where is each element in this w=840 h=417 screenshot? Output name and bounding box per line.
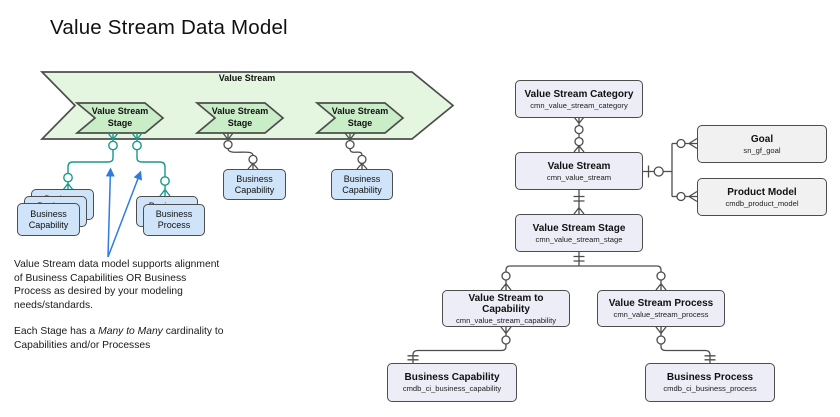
- value-stream-band-label: Value Stream: [218, 73, 276, 83]
- page-title: Value Stream Data Model: [50, 16, 288, 39]
- erd-valuestream-stage-connector: [573, 190, 585, 215]
- entity-name: Goal: [750, 133, 774, 145]
- stage2-capability-connector: [222, 132, 259, 170]
- note-paragraph-1-text: Value Stream data model supports alignme…: [14, 259, 220, 311]
- entity-name: Value Stream to Capability: [468, 292, 544, 315]
- entity-value-stream-stage: Value Stream Stage cmn_value_stream_stag…: [515, 214, 643, 252]
- business-process-stack-front: Business Process: [143, 204, 205, 236]
- entity-product-model: Product Model cmdb_product_model: [697, 178, 827, 216]
- entity-table: cmdb_ci_business_process: [663, 384, 757, 393]
- note-paragraph-2: Each Stage has a Many to Many cardinalit…: [14, 325, 226, 352]
- stage1-process-connector: [131, 132, 171, 197]
- business-capability-box-3: Business Capability: [331, 169, 393, 200]
- entity-table: cmn_value_stream_category: [530, 100, 628, 110]
- stage-1-label: Value Stream Stage: [91, 106, 149, 128]
- entity-table: cmdb_ci_business_capability: [402, 384, 502, 393]
- note-paragraph-2-pre: Each Stage has a: [14, 326, 99, 337]
- business-capability-stack-front: Business Capability: [17, 203, 80, 236]
- entity-table: cmn_value_stream_stage: [535, 234, 623, 244]
- entity-name: Value Stream Process: [608, 298, 714, 309]
- erd-stage-branch-connector: [500, 252, 667, 291]
- entity-value-stream-category: Value Stream Category cmn_value_stream_c…: [515, 80, 643, 118]
- entity-value-stream-to-capability: Value Stream to Capability cmn_value_str…: [442, 290, 570, 327]
- stage-3-label: Value Stream Stage: [331, 106, 389, 128]
- business-capability-box-2: Business Capability: [223, 169, 286, 200]
- note-paragraph-2-italic: Many to Many: [98, 326, 163, 337]
- entity-table: cmn_value_stream: [546, 172, 612, 182]
- entity-business-process: Business Process cmdb_ci_business_proces…: [645, 363, 775, 402]
- entity-name: Business Capability: [404, 372, 500, 383]
- entity-table: cmn_value_stream_capability: [455, 315, 557, 325]
- entity-table: cmdb_product_model: [725, 198, 799, 208]
- entity-table: sn_gf_goal: [743, 145, 781, 155]
- erd-category-valuestream-connector: [573, 116, 585, 153]
- entity-name: Value Stream Stage: [532, 222, 626, 234]
- entity-name: Product Model: [727, 186, 797, 198]
- entity-name: Value Stream Category: [524, 88, 634, 100]
- entity-business-capability: Business Capability cmdb_ci_business_cap…: [387, 363, 517, 402]
- entity-name: Business Process: [666, 372, 754, 383]
- entity-value-stream: Value Stream cmn_value_stream: [515, 152, 643, 190]
- stage3-capability-connector: [344, 132, 368, 170]
- erd-process-link-connector: [655, 326, 716, 363]
- entity-name: Value Stream: [547, 160, 611, 172]
- note-paragraph-1: Value Stream data model supports alignme…: [14, 258, 226, 312]
- erd-goal-productmodel-connector: [643, 137, 698, 203]
- annotation-text: Value Stream data model supports alignme…: [14, 258, 226, 365]
- note-paragraph-2-post: cardinality to Capabilities and/or Proce…: [14, 326, 224, 351]
- entity-goal: Goal sn_gf_goal: [697, 125, 827, 163]
- stage-2-label: Value Stream Stage: [211, 106, 269, 128]
- stage1-capability-connector: [62, 132, 119, 191]
- entity-value-stream-process: Value Stream Process cmn_value_stream_pr…: [597, 290, 725, 327]
- erd-capability-link-connector: [407, 326, 512, 363]
- entity-table: cmn_value_stream_process: [613, 310, 709, 319]
